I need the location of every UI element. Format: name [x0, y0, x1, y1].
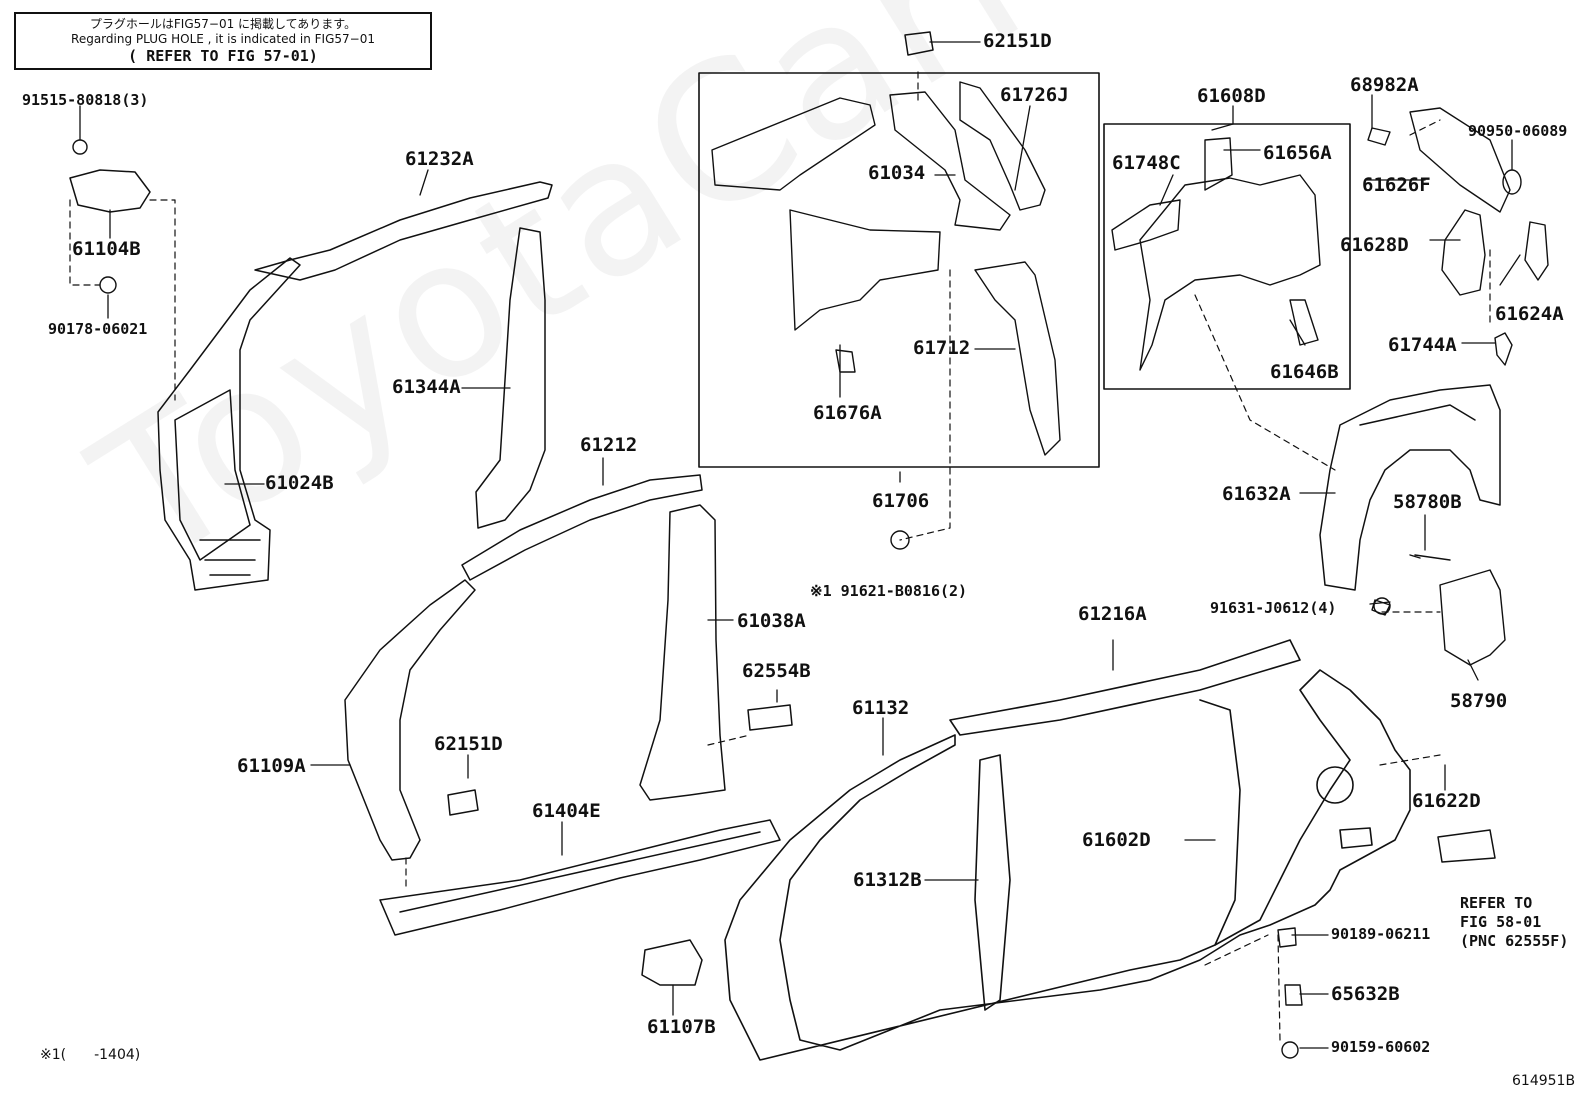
plug-hole-notice: プラグホールはFIG57−01 に掲載してあります。 Regarding PLU… [14, 12, 432, 70]
part-label-61646B[interactable]: 61646B [1270, 361, 1339, 383]
part-label-61216A[interactable]: 61216A [1078, 603, 1147, 625]
part-61232A [254, 181, 553, 281]
part-label-61212[interactable]: 61212 [580, 434, 638, 456]
part-61024B [157, 257, 301, 591]
notice-line-en: Regarding PLUG HOLE , it is indicated in… [71, 32, 375, 46]
part-label-61744A[interactable]: 61744A [1388, 334, 1457, 356]
part-label-61024B[interactable]: 61024B [265, 472, 334, 494]
part-label-61109A[interactable]: 61109A [237, 755, 306, 777]
part-label-61602D[interactable]: 61602D [1082, 829, 1151, 851]
part-label-58790[interactable]: 58790 [1450, 690, 1508, 712]
part-right-upper [1367, 107, 1549, 366]
group-box-61706 [698, 72, 1100, 468]
dashed-leaders [69, 71, 1491, 1041]
part-label-90189-06211[interactable]: 90189-06211 [1331, 925, 1431, 943]
part-label-61626F[interactable]: 61626F [1362, 174, 1431, 196]
group-box-61608D [1103, 123, 1351, 390]
part-label-61656A[interactable]: 61656A [1263, 142, 1332, 164]
part-label-90178-06021[interactable]: 90178-06021 [48, 320, 148, 338]
footnote-applicability: ※1( -1404) [40, 1047, 141, 1063]
part-label-91515-80818[interactable]: 91515-80818(3) [22, 91, 149, 109]
part-label-61107B[interactable]: 61107B [647, 1016, 716, 1038]
pads [447, 31, 1496, 863]
part-61404E [379, 819, 781, 936]
part-label-91621-B0816[interactable]: ※1 91621-B0816(2) [810, 582, 968, 600]
part-61632A [1319, 384, 1501, 591]
part-label-61706[interactable]: 61706 [872, 490, 930, 512]
part-label-61344A[interactable]: 61344A [392, 376, 461, 398]
part-61104B [69, 169, 151, 213]
part-label-90159-60602[interactable]: 90159-60602 [1331, 1038, 1431, 1056]
part-label-61404E[interactable]: 61404E [532, 800, 601, 822]
part-label-61038A[interactable]: 61038A [737, 610, 806, 632]
notice-line-ref[interactable]: ( REFER TO FIG 57-01) [128, 47, 318, 65]
part-label-61622D[interactable]: 61622D [1412, 790, 1481, 812]
diagram-id: 614951B [1512, 1073, 1576, 1089]
part-label-62151D-mid[interactable]: 62151D [434, 733, 503, 755]
part-label-61624A[interactable]: 61624A [1495, 303, 1564, 325]
part-label-91631-J0612[interactable]: 91631-J0612(4) [1210, 599, 1337, 617]
refer-fig58-line3[interactable]: (PNC 62555F) [1460, 932, 1569, 950]
part-label-61712[interactable]: 61712 [913, 337, 971, 359]
part-61212 [461, 474, 703, 581]
part-label-61312B[interactable]: 61312B [853, 869, 922, 891]
part-label-62151D-top[interactable]: 62151D [983, 30, 1052, 52]
part-61706-group [711, 81, 1061, 456]
part-label-61132[interactable]: 61132 [852, 697, 910, 719]
part-label-61676A[interactable]: 61676A [813, 402, 882, 424]
part-label-65632B[interactable]: 65632B [1331, 983, 1400, 1005]
part-label-61726J[interactable]: 61726J [1000, 84, 1069, 106]
part-label-61034[interactable]: 61034 [868, 162, 926, 184]
part-58790 [1371, 554, 1506, 666]
part-label-90950-06089[interactable]: 90950-06089 [1468, 122, 1568, 140]
leader-lines [79, 41, 1521, 1049]
part-label-68982A[interactable]: 68982A [1350, 74, 1419, 96]
part-label-61232A[interactable]: 61232A [405, 148, 474, 170]
refer-fig58-line1[interactable]: REFER TO [1460, 894, 1533, 912]
part-label-61608D[interactable]: 61608D [1197, 85, 1266, 107]
part-label-61628D[interactable]: 61628D [1340, 234, 1409, 256]
part-label-61104B[interactable]: 61104B [72, 238, 141, 260]
fasteners [72, 139, 1391, 1059]
part-61608D-group [1111, 137, 1321, 371]
part-61107B [641, 939, 703, 986]
notice-line-jp: プラグホールはFIG57−01 に掲載してあります。 [89, 17, 357, 31]
part-label-62554B[interactable]: 62554B [742, 660, 811, 682]
part-61109A [344, 579, 476, 861]
part-label-61748C[interactable]: 61748C [1112, 152, 1181, 174]
refer-fig58-line2[interactable]: FIG 58-01 [1460, 913, 1542, 931]
part-label-61632A[interactable]: 61632A [1222, 483, 1291, 505]
part-side-outer [724, 639, 1411, 1061]
part-61038A [639, 504, 726, 801]
part-61344A [475, 227, 546, 529]
part-label-58780B[interactable]: 58780B [1393, 491, 1462, 513]
